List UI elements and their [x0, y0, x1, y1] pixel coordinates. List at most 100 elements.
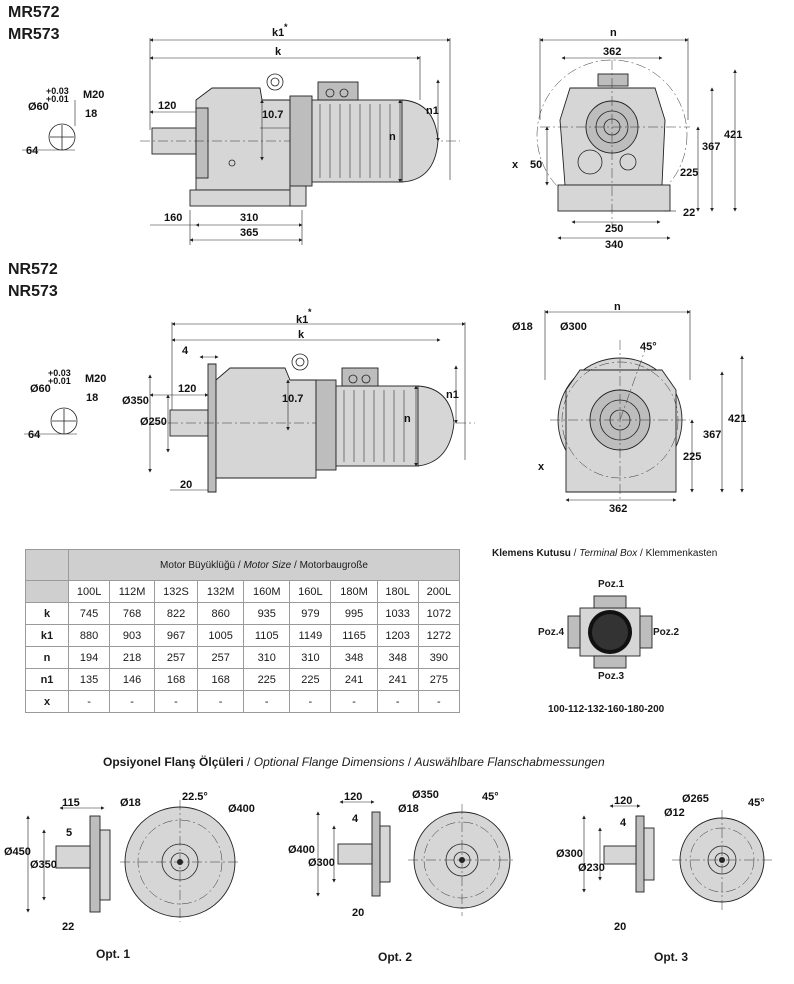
table-cell: 903	[109, 624, 155, 647]
dim-160-top: 160	[164, 212, 182, 224]
table-cell: 218	[109, 646, 155, 669]
mr-side-view: k1 * k 120 10.7 n	[140, 22, 460, 245]
terminal-box-title: Klemens Kutusu / Terminal Box / Klemmenk…	[492, 548, 718, 559]
dim-n1-top: n1	[426, 105, 439, 117]
opt2-20: 20	[352, 907, 364, 919]
model-nr573: NR573	[8, 283, 58, 300]
opt3-4: 4	[620, 817, 627, 829]
table-cell: -	[330, 690, 378, 713]
table-cell: 745	[67, 602, 111, 625]
table-caption: Motor Büyüklüğü / Motor Size / Motorbaug…	[68, 549, 460, 581]
table-row: x - - - - - - - - -	[25, 690, 461, 713]
dim-250-mid: Ø250	[140, 416, 167, 428]
opt1-350: Ø350	[30, 859, 57, 871]
shaft-end-detail-mid: Ø60 +0.03 +0.01 M20 18 64	[24, 368, 106, 441]
opt1-115: 115	[62, 797, 80, 809]
motor-size-table: Motor Büyüklüğü / Motor Size / Motorbaug…	[25, 549, 461, 713]
dim-n-front-mid: n	[614, 301, 621, 313]
flange-section-title: Opsiyonel Flanş Ölçüleri / Optional Flan…	[103, 755, 605, 769]
terminal-pos-3: Poz.3	[598, 671, 625, 682]
table-header-cell: 200L	[417, 580, 461, 603]
table-cell: 995	[330, 602, 378, 625]
dim-45-front-mid: 45°	[640, 341, 657, 353]
dim-k1-star-mid: *	[308, 307, 312, 317]
model-nr572: NR572	[8, 261, 58, 278]
dim-k1-star-top: *	[284, 22, 288, 32]
row-label: x	[25, 690, 69, 713]
opt3-label: Opt. 3	[654, 950, 689, 964]
dim-367-top: 367	[702, 141, 720, 153]
table-cell: 225	[243, 668, 291, 691]
table-cell: 979	[289, 602, 332, 625]
dim-d18-front-mid: Ø18	[512, 321, 533, 333]
table-cell: 1165	[330, 624, 378, 647]
dim-362-top: 362	[603, 46, 621, 58]
table-header-row: 100L 112M 132S 132M 160M 160L 180M 180L …	[25, 580, 461, 603]
model-mr572: MR572	[8, 4, 60, 21]
row-label: n	[25, 646, 69, 669]
tol1-top: +0.03	[46, 86, 69, 96]
table-cell: 310	[243, 646, 291, 669]
opt2-drawing: 120 Ø400 Ø300 4 20 Ø350 Ø18 45°	[288, 789, 516, 919]
opt1-d18: Ø18	[120, 797, 141, 809]
opt3-45deg: 45°	[748, 797, 765, 809]
dim-50-top: 50	[530, 159, 542, 171]
row-label: k1	[25, 624, 69, 647]
dim-367-mid: 367	[703, 429, 721, 441]
dim-421-mid: 421	[728, 413, 746, 425]
table-cell: 822	[153, 602, 199, 625]
dim-x-mid: x	[538, 461, 545, 473]
dim-4-mid: 4	[182, 345, 189, 357]
dim-10-7-top: 10.7	[262, 109, 283, 121]
table-cell: -	[289, 690, 332, 713]
table-cell: 275	[417, 668, 461, 691]
opt3-20: 20	[614, 921, 626, 933]
opt2-label: Opt. 2	[378, 950, 413, 964]
table-header-cell: 180L	[376, 580, 419, 603]
dim-120-mid: 120	[178, 383, 196, 395]
tol2-top: +0.01	[46, 94, 69, 104]
dim-350-mid: Ø350	[122, 395, 149, 407]
dim-10-7-mid: 10.7	[282, 393, 303, 405]
terminal-box-top	[317, 81, 359, 101]
motor-body-mid	[335, 385, 419, 467]
dim-k1-mid: k1	[296, 314, 308, 326]
tol2-mid: +0.01	[48, 376, 71, 386]
table-cell: 768	[109, 602, 155, 625]
row-label: n1	[25, 668, 69, 691]
dim-22-top: 22	[683, 207, 695, 219]
table-cell: -	[243, 690, 291, 713]
table-cell: 860	[197, 602, 245, 625]
shaft-dia-top: Ø60	[28, 101, 49, 113]
table-cell: 1072	[417, 602, 461, 625]
motor-flange	[289, 95, 313, 187]
table-header-cell: 180M	[330, 580, 378, 603]
dim-421-top: 421	[724, 129, 742, 141]
dim-64-top: 64	[26, 145, 39, 157]
dim-64-mid: 64	[28, 429, 41, 441]
terminal-sizes: 100-112-132-160-180-200	[548, 704, 665, 715]
dim-18-mid: 18	[86, 392, 98, 404]
table-cell: 310	[289, 646, 332, 669]
table-header-cell: 160L	[289, 580, 332, 603]
dim-n-front-top: n	[610, 27, 617, 39]
table-cell: 146	[109, 668, 155, 691]
terminal-box-diagram	[567, 595, 653, 669]
dim-n-mid: n	[404, 413, 411, 425]
foot-base	[189, 189, 303, 207]
table-row: k1 880 903 967 1005 1105 1149 1165 1203 …	[25, 624, 461, 647]
table-cell: 257	[153, 646, 199, 669]
opt2-120: 120	[344, 791, 362, 803]
opt3-d265: Ø265	[682, 793, 709, 805]
thread-mid: M20	[85, 373, 106, 385]
table-cell: -	[376, 690, 419, 713]
mr-front-view: n 362 421 367 225 50 x 250 22 340	[512, 27, 742, 251]
table-cell: 241	[376, 668, 419, 691]
table-cell: 194	[67, 646, 111, 669]
row-label: k	[25, 602, 69, 625]
opt2-d18: Ø18	[398, 803, 419, 815]
opt1-22: 22	[62, 921, 74, 933]
dim-250-top: 250	[605, 223, 623, 235]
dim-k-top: k	[275, 46, 282, 58]
table-cell: 967	[153, 624, 199, 647]
